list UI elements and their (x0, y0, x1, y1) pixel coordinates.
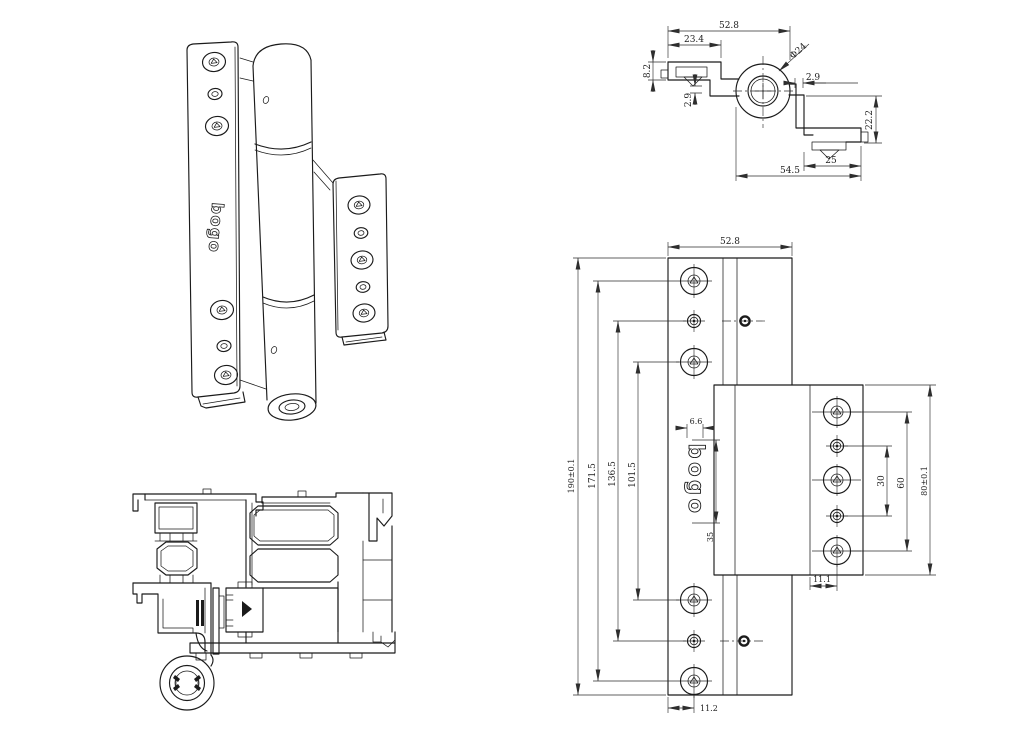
screw-small (826, 435, 848, 457)
svg-text:30: 30 (877, 475, 887, 487)
dim-front-leaf-large-screw-pitch: 60 (851, 411, 912, 552)
screw-large (676, 264, 712, 298)
rivet (720, 635, 766, 647)
svg-text:6.6: 6.6 (690, 417, 703, 426)
section-knuckle (159, 654, 215, 711)
screw-small (207, 87, 223, 101)
iso-leaf-screws (347, 195, 376, 323)
front-leaf-screws (812, 396, 861, 567)
screw-small (355, 281, 371, 293)
plan-leaf-arm (788, 83, 869, 160)
svg-text:11.1: 11.1 (813, 575, 831, 584)
svg-text:52.8: 52.8 (719, 21, 739, 31)
svg-text:60: 60 (897, 477, 907, 489)
section-frame-profile (132, 488, 264, 656)
iso-logo: bogo (205, 202, 228, 254)
svg-text:54.5: 54.5 (780, 166, 800, 176)
dim-plan-knuckle-diameter: Φ24 (778, 41, 810, 72)
dim-front-overall-height: 190±0.1 (567, 257, 666, 696)
front-frame-screws (676, 264, 768, 698)
plan-frame-arm (660, 61, 740, 97)
screw-large (204, 115, 230, 137)
screw-large (812, 464, 861, 496)
dim-plan-leaf-span: 54.5 (735, 107, 862, 181)
dim-plan-frame-plate-width: 23.4 (667, 35, 722, 58)
screw-large (209, 299, 235, 321)
screw-large (812, 535, 861, 567)
dim-plan-plate-thickness: 8.2 (643, 50, 666, 92)
dim-front-logo-height: 35 (692, 439, 720, 542)
rivet (722, 315, 768, 327)
svg-text:2.9: 2.9 (806, 73, 821, 83)
screw-large (201, 51, 227, 73)
dim-front-leaf-height: 80±0.1 (865, 384, 936, 576)
svg-text:101.5: 101.5 (628, 462, 638, 488)
iso-leaf-plate (332, 173, 389, 346)
svg-text:136.5: 136.5 (608, 461, 618, 487)
clamp-block (811, 141, 847, 151)
svg-text:190±0.1: 190±0.1 (567, 459, 576, 494)
screw-small (683, 310, 705, 332)
screw-small (353, 227, 369, 239)
clamp-block (675, 66, 708, 78)
svg-text:22.2: 22.2 (865, 110, 875, 130)
iso-frame-plate (186, 41, 267, 409)
svg-text:11.2: 11.2 (700, 704, 718, 713)
svg-text:171.5: 171.5 (588, 463, 598, 489)
clamp-arrow (242, 601, 252, 617)
screw-large (676, 664, 712, 698)
section-clamp-hardware (196, 581, 264, 655)
svg-text:35: 35 (706, 532, 715, 542)
dim-front-inner-screw-pitch: 101.5 (628, 361, 679, 601)
clamp-wedge (819, 149, 840, 160)
dim-front-leaf-small-screw-pitch: 30 (844, 445, 892, 517)
screw-small (216, 339, 232, 353)
dim-front-overall-width: 52.8 (667, 237, 793, 256)
dim-front-outer-screw-pitch: 171.5 (588, 280, 676, 682)
set-screw-hole (262, 96, 270, 104)
iso-barrel (252, 43, 334, 421)
svg-text:25: 25 (825, 156, 837, 166)
screw-large (350, 250, 374, 270)
front-view: bogo 52.8 190±0.1 171.5 136.5 101.5 (567, 237, 936, 713)
front-frame-plate (667, 257, 793, 696)
screw-large (676, 583, 712, 617)
dim-front-frame-screw-offset: 11.2 (667, 695, 718, 713)
section-sash-profile (189, 490, 396, 661)
dim-plan-leaf-drop: 22.2 (803, 82, 882, 144)
plan-knuckle (733, 56, 795, 128)
screw-small (683, 630, 705, 652)
svg-text:80±0.1: 80±0.1 (920, 466, 929, 496)
dim-plan-wall-right: 2.9 (783, 73, 826, 88)
screw-large (676, 345, 712, 379)
plan-view: 52.8 23.4 8.2 Φ24 2.9 2.9 (643, 21, 882, 181)
screw-large (213, 364, 239, 386)
svg-text:52.8: 52.8 (720, 237, 740, 247)
iso-view: bogo (186, 41, 389, 421)
svg-text:2.9: 2.9 (684, 93, 694, 108)
dim-plan-overall-width: 52.8 (667, 21, 791, 60)
section-view (132, 488, 396, 711)
svg-text:23.4: 23.4 (684, 35, 704, 45)
screw-large (352, 303, 376, 323)
front-logo: bogo (684, 444, 708, 517)
dim-plan-wall-left: 2.9 (684, 74, 702, 107)
dim-front-leaf-screw-offset: 11.1 (809, 565, 838, 591)
dim-front-logo-width: 6.6 (675, 417, 715, 438)
svg-text:8.2: 8.2 (643, 64, 653, 78)
dim-front-mid-screw-pitch: 136.5 (608, 320, 686, 642)
svg-text:Φ24: Φ24 (788, 41, 809, 61)
iso-frame-screws (201, 51, 239, 386)
set-screw-hole (270, 346, 278, 354)
clamp-wedge (683, 76, 703, 87)
screw-large (347, 195, 371, 215)
